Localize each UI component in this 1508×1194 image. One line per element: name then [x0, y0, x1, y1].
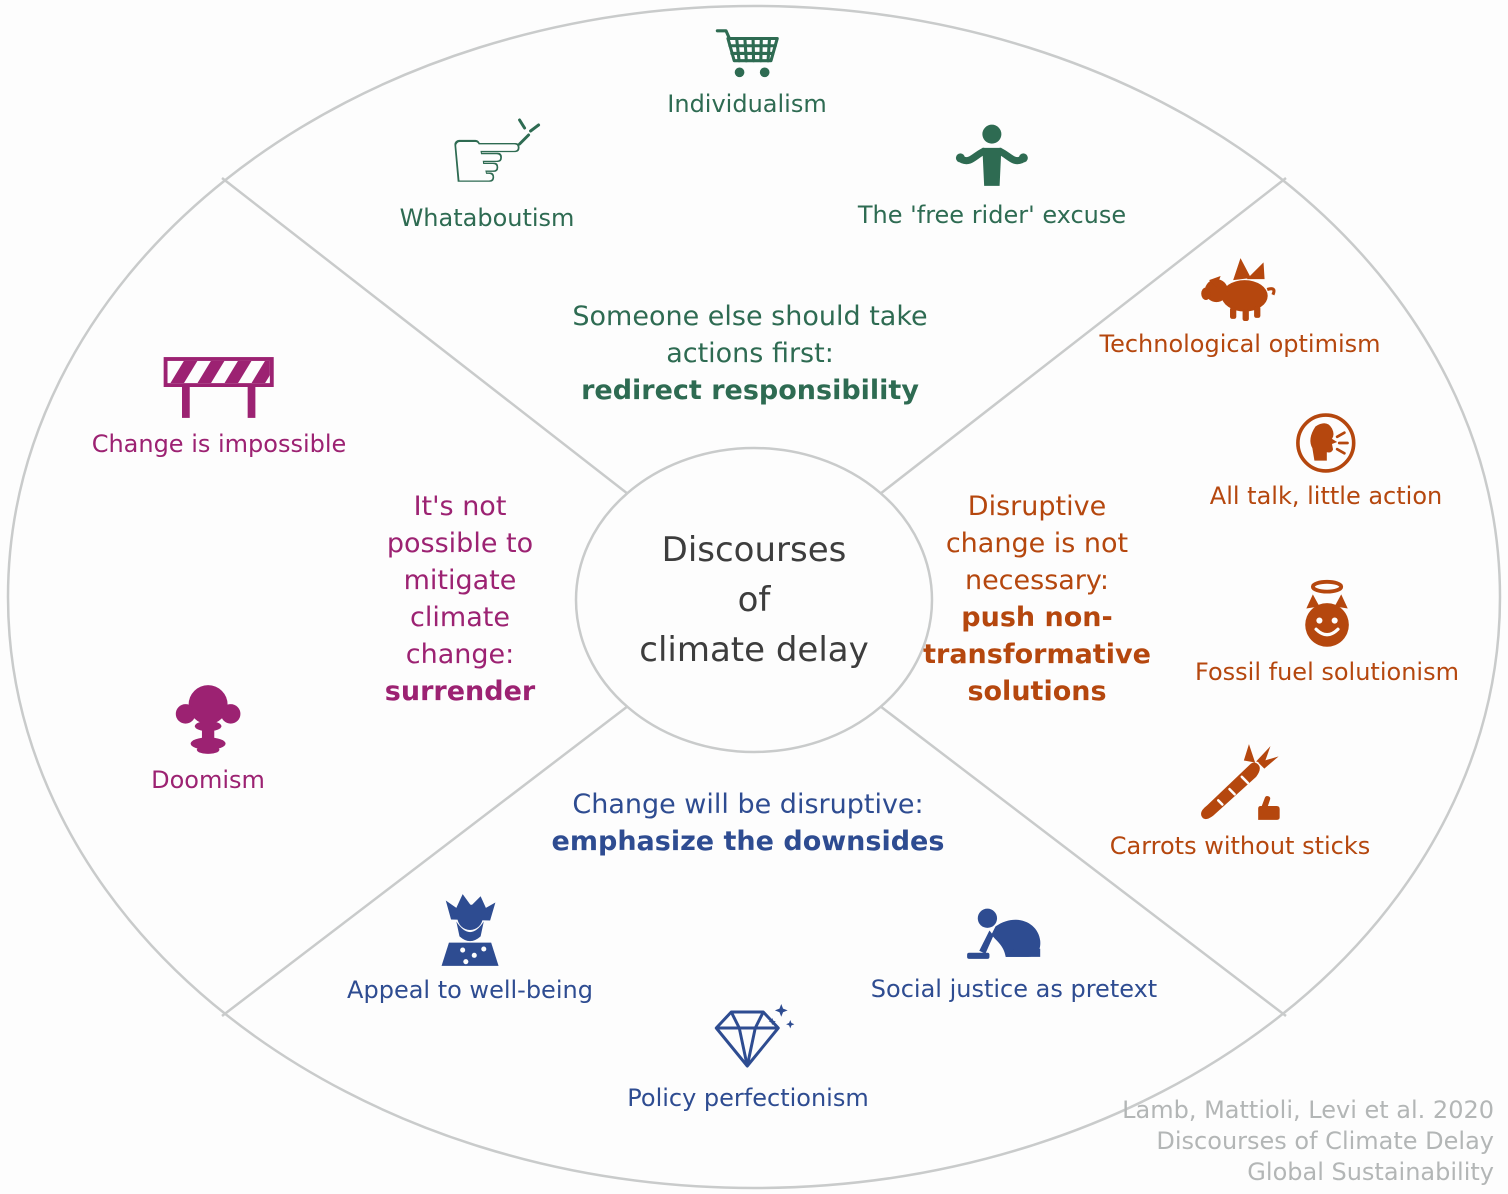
heading-line-bold: transformative [923, 639, 1151, 670]
shrugging-person-icon [956, 124, 1028, 186]
roadblock-icon [163, 357, 275, 418]
node-appeal-to-well-being: Appeal to well-being [347, 892, 593, 1004]
kneeling-person-icon [967, 908, 1041, 959]
citation: Lamb, Mattioli, Levi et al. 2020 Discour… [1122, 1095, 1494, 1188]
label-technological-optimism: Technological optimism [1099, 330, 1381, 358]
label-change-is-impossible: Change is impossible [91, 430, 347, 458]
heading-line: It's not [413, 491, 507, 522]
heading-line: necessary: [964, 565, 1110, 596]
node-technological-optimism: Technological optimism [1099, 255, 1381, 358]
shopping-cart-icon [715, 29, 779, 78]
heading-line: Disruptive [967, 491, 1107, 522]
spark-lines-icon [517, 118, 540, 146]
pointing-hand-icon: ☞ [447, 116, 540, 206]
label-policy-perfectionism: Policy perfectionism [627, 1084, 869, 1112]
heading-line-bold: solutions [967, 676, 1107, 707]
divider-top-right [879, 177, 1287, 495]
label-whataboutism: Whataboutism [399, 204, 575, 232]
label-doomism: Doomism [151, 766, 265, 794]
center-title-line: Discourses [661, 530, 847, 570]
flying-pig-icon [1200, 258, 1276, 321]
heading-push-non-transformative: Disruptive change is not necessary: push… [923, 488, 1151, 710]
node-carrots-without-sticks: Carrots without sticks [1109, 744, 1371, 860]
talking-head-icon [1296, 413, 1356, 473]
heading-line: Someone else should take [572, 301, 928, 332]
label-all-talk: All talk, little action [1209, 482, 1443, 510]
heading-line-bold: redirect responsibility [581, 375, 919, 406]
heading-line-bold: push non- [961, 602, 1113, 633]
node-doomism: Doomism [151, 682, 265, 794]
node-free-rider: The 'free rider' excuse [858, 124, 1126, 229]
heading-line: climate [410, 602, 510, 633]
heading-line: possible to [386, 528, 534, 559]
heading-line-bold: surrender [384, 676, 536, 707]
label-social-justice-as-pretext: Social justice as pretext [870, 975, 1158, 1003]
node-policy-perfectionism: Policy perfectionism [627, 1002, 869, 1112]
heading-line: actions first: [666, 338, 834, 369]
citation-line: Global Sustainability [1247, 1158, 1494, 1186]
diamond-icon [714, 1004, 794, 1068]
carrot-thumbs-up-icon [1201, 744, 1280, 820]
node-whataboutism: ☞ Whataboutism [399, 116, 575, 233]
node-change-is-impossible: Change is impossible [91, 352, 347, 458]
node-social-justice-as-pretext: Social justice as pretext [871, 900, 1157, 1003]
heading-redirect-responsibility: Someone else should take actions first: … [572, 298, 927, 409]
heading-line: change: [405, 639, 515, 670]
heading-surrender: It's not possible to mitigate climate ch… [385, 488, 535, 710]
divider-bottom-right [879, 705, 1287, 1017]
heading-line: Change will be disruptive: [572, 789, 924, 820]
center-ellipse [574, 446, 934, 754]
divider-top-left [221, 177, 629, 495]
center-title: Discourses of climate delay [639, 525, 869, 675]
citation-line: Discourses of Climate Delay [1156, 1127, 1494, 1155]
heading-line: mitigate [403, 565, 517, 596]
label-free-rider: The 'free rider' excuse [857, 201, 1127, 229]
center-title-line: of [737, 580, 771, 620]
label-appeal-to-well-being: Appeal to well-being [347, 976, 593, 1004]
heading-line: change is not [945, 528, 1129, 559]
outer-ellipse [6, 4, 1502, 1190]
node-fossil-fuel-solutionism: Fossil fuel solutionism [1195, 578, 1459, 686]
mushroom-cloud-icon [175, 685, 241, 754]
heading-emphasize-the-downsides: Change will be disruptive: emphasize the… [552, 786, 945, 860]
caveman-icon [441, 894, 499, 966]
label-carrots-without-sticks: Carrots without sticks [1109, 832, 1371, 860]
divider-bottom-left [221, 705, 629, 1017]
label-fossil-fuel-solutionism: Fossil fuel solutionism [1195, 658, 1459, 686]
devil-halo-icon [1305, 579, 1349, 647]
center-title-line: climate delay [639, 630, 869, 670]
label-individualism: Individualism [667, 90, 827, 118]
citation-line: Lamb, Mattioli, Levi et al. 2020 [1122, 1096, 1494, 1124]
heading-line-bold: emphasize the downsides [551, 826, 945, 857]
node-individualism: Individualism [667, 24, 827, 118]
node-all-talk: All talk, little action [1210, 412, 1442, 510]
